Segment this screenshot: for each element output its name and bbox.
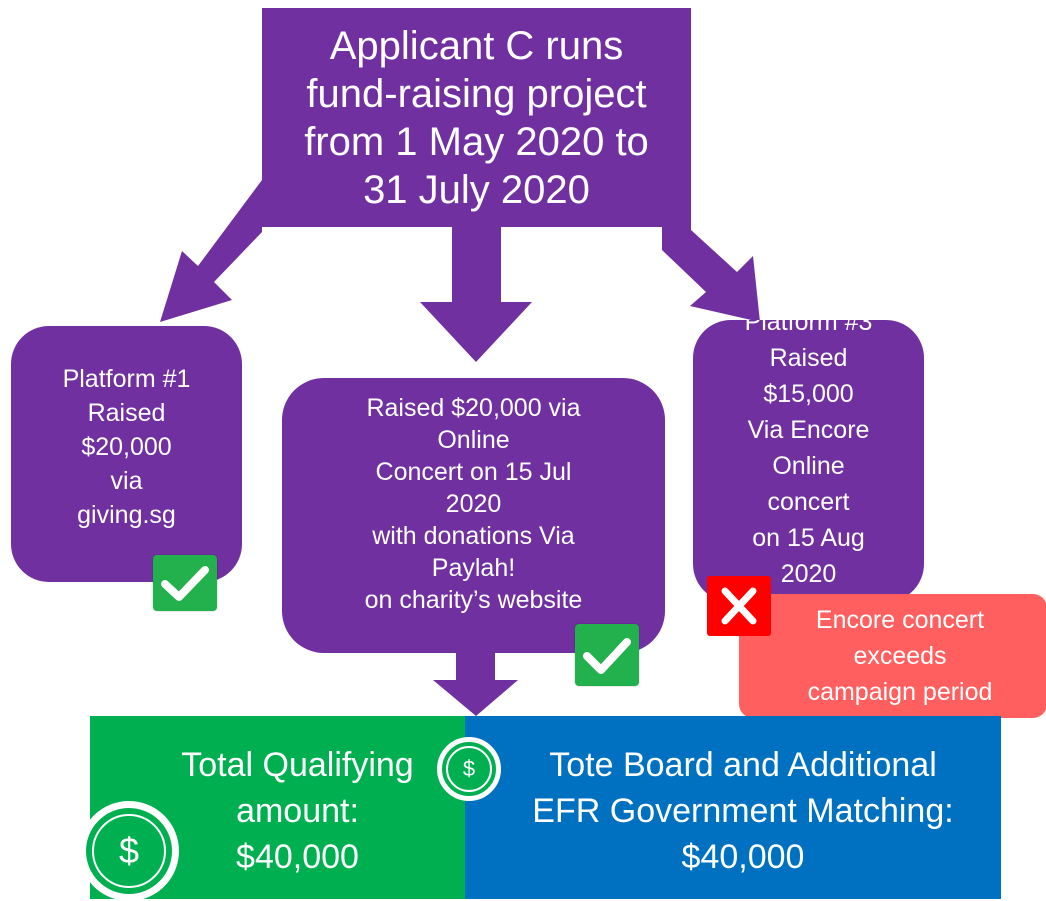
matching-line-1: Tote Board and Additional <box>549 745 937 784</box>
dollar-coin-icon: $ <box>437 737 501 801</box>
platform2-line-1: Raised $20,000 via <box>366 394 581 422</box>
platform3-line-2: Raised <box>769 344 848 372</box>
platform2-line-5: with donations Via <box>372 522 575 550</box>
total-line-1: Total Qualifying <box>181 745 414 784</box>
platform3-line-3: $15,000 <box>763 380 854 408</box>
platform3-line-8: 2020 <box>780 560 837 588</box>
platform2-box: Raised $20,000 via Online Concert on 15 … <box>282 378 665 653</box>
coin-ring <box>92 814 166 888</box>
platform1-line-4: via <box>110 467 143 495</box>
note-line-2: exceeds <box>853 642 947 670</box>
note-line-1: Encore concert <box>815 606 985 634</box>
coin-symbol: $ <box>462 756 476 781</box>
arrow-to-total <box>433 652 518 716</box>
campaign-line-3: from 1 May 2020 to <box>304 119 649 164</box>
matching-line-2: EFR Government Matching: <box>532 791 954 830</box>
arrow-to-platform1 <box>160 180 262 322</box>
platform3-line-4: Via Encore <box>747 416 870 444</box>
campaign-period-box: Applicant C runs fund-raising project fr… <box>262 8 691 227</box>
total-line-3: $40,000 <box>236 837 359 876</box>
platform1-line-1: Platform #1 <box>62 365 191 393</box>
platform2-line-2: Online <box>437 426 510 454</box>
total-line-2: amount: <box>236 791 359 830</box>
platform2-line-7: on charity’s website <box>364 586 583 614</box>
note-line-3: campaign period <box>807 678 993 706</box>
coin-symbol: $ <box>118 830 140 871</box>
coin-ring <box>446 746 492 792</box>
cross-icon <box>707 576 771 636</box>
platform1-line-2: Raised <box>87 399 166 427</box>
platform3-box: Platform #3 Raised $15,000 Via Encore On… <box>693 320 924 602</box>
dollar-coin-icon: $ <box>79 801 179 901</box>
check-icon <box>575 624 639 686</box>
platform1-line-3: $20,000 <box>81 433 172 461</box>
platform3-line-6: concert <box>767 488 850 516</box>
campaign-line-2: fund-raising project <box>306 71 647 116</box>
platform2-line-4: 2020 <box>445 490 502 518</box>
platform1-box: Platform #1 Raised $20,000 via giving.sg <box>11 326 242 582</box>
platform2-line-6: Paylah! <box>431 554 516 582</box>
platform1-line-5: giving.sg <box>77 501 176 529</box>
matching-line-3: $40,000 <box>681 837 805 876</box>
total-qualifying-box: Total Qualifying amount: $40,000 <box>90 716 465 899</box>
platform3-line-1: Platform #3 <box>744 320 873 336</box>
platform3-line-7: on 15 Aug <box>752 524 865 552</box>
matching-box: Tote Board and Additional EFR Government… <box>465 716 1001 899</box>
platform2-line-3: Concert on 15 Jul <box>375 458 572 486</box>
exceeds-period-note: Encore concert exceeds campaign period <box>739 594 1046 718</box>
campaign-line-1: Applicant C runs <box>329 23 624 68</box>
platform3-line-5: Online <box>772 452 845 480</box>
campaign-line-4: 31 July 2020 <box>363 167 590 212</box>
check-icon <box>153 555 217 611</box>
arrow-to-platform2 <box>420 227 532 362</box>
